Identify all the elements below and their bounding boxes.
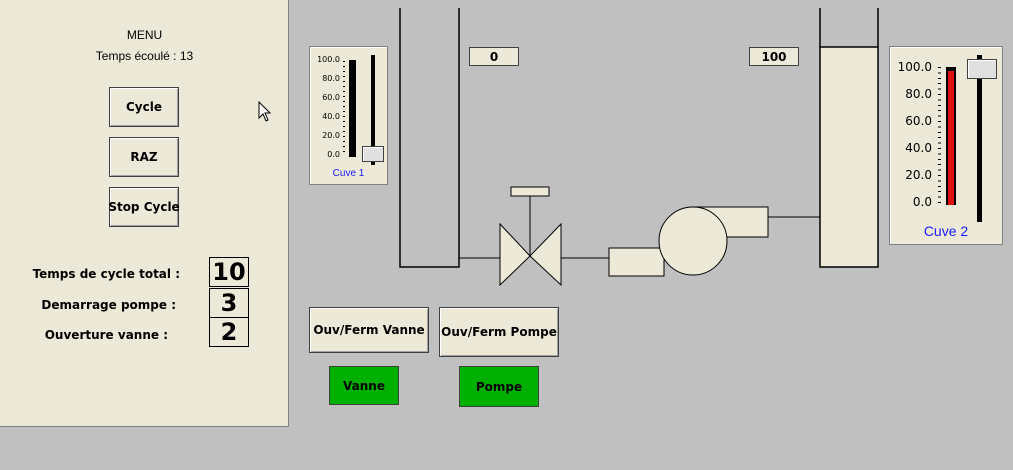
raz-button[interactable]: RAZ <box>109 137 179 177</box>
tank2-level-gauge: 100.0 80.0 60.0 40.0 20.0 0.0 Cuve 2 <box>889 46 1003 245</box>
valve-opening-label: Ouverture vanne : <box>44 328 168 342</box>
mouse-cursor-icon <box>258 101 272 122</box>
tank2-slider-track[interactable] <box>977 55 982 222</box>
tank1-ticks <box>343 61 345 156</box>
cycle-button[interactable]: Cycle <box>109 87 179 127</box>
tank1-tick: 100.0 <box>317 55 340 64</box>
valve-toggle-button[interactable]: Ouv/Ferm Vanne <box>309 307 429 353</box>
tank2-slider-thumb[interactable] <box>967 59 997 79</box>
tank2-level-fill <box>948 71 954 205</box>
tank1-level-gauge: 100.0 80.0 60.0 40.0 20.0 0.0 Cuve 1 <box>309 46 388 185</box>
valve-opening-value: 2 <box>209 317 249 347</box>
tank1-tick: 20.0 <box>322 131 340 140</box>
tank1-tick: 60.0 <box>322 93 340 102</box>
pump-icon <box>658 206 728 276</box>
menu-panel: MENU Temps écoulé : 13 Cycle RAZ Stop Cy… <box>0 0 289 427</box>
total-cycle-time-label: Temps de cycle total : <box>32 267 180 281</box>
tank2-level-bar <box>946 67 956 205</box>
elapsed-time-label: Temps écoulé : 13 <box>95 49 194 63</box>
valve-icon <box>499 222 562 287</box>
tank2-caption: Cuve 2 <box>923 223 969 239</box>
tank-2 <box>819 46 879 268</box>
tank1-caption: Cuve 1 <box>332 168 365 179</box>
pump-start-value: 3 <box>209 288 249 318</box>
tank2-tick: 100.0 <box>897 60 932 74</box>
pump-inlet <box>608 247 665 277</box>
total-cycle-time-value: 10 <box>209 257 249 287</box>
tank2-tick: 60.0 <box>905 114 932 128</box>
pump-toggle-button[interactable]: Ouv/Ferm Pompe <box>439 307 559 357</box>
pump-indicator: Pompe <box>459 366 539 407</box>
tank2-tick: 40.0 <box>905 141 932 155</box>
valve-indicator: Vanne <box>329 366 399 405</box>
tank1-tick: 80.0 <box>322 74 340 83</box>
tank1-slider-track[interactable] <box>371 55 375 165</box>
pump-start-label: Demarrage pompe : <box>41 298 176 312</box>
tank2-tick: 0.0 <box>912 195 932 209</box>
tank1-tick: 0.0 <box>327 150 340 159</box>
tank1-level-bar <box>349 60 356 157</box>
tank2-tick: 80.0 <box>905 87 932 101</box>
tank-1 <box>399 8 460 268</box>
tank1-value-display: 0 <box>469 47 519 66</box>
stop-cycle-button[interactable]: Stop Cycle <box>108 187 180 227</box>
tank2-ticks <box>938 67 941 203</box>
tank2-value-display: 100 <box>749 47 799 66</box>
tank1-tick: 40.0 <box>322 112 340 121</box>
tank1-slider-thumb[interactable] <box>362 146 384 162</box>
valve-actuator <box>510 186 550 197</box>
tank2-tick: 20.0 <box>905 168 932 182</box>
menu-title: MENU <box>126 28 163 42</box>
